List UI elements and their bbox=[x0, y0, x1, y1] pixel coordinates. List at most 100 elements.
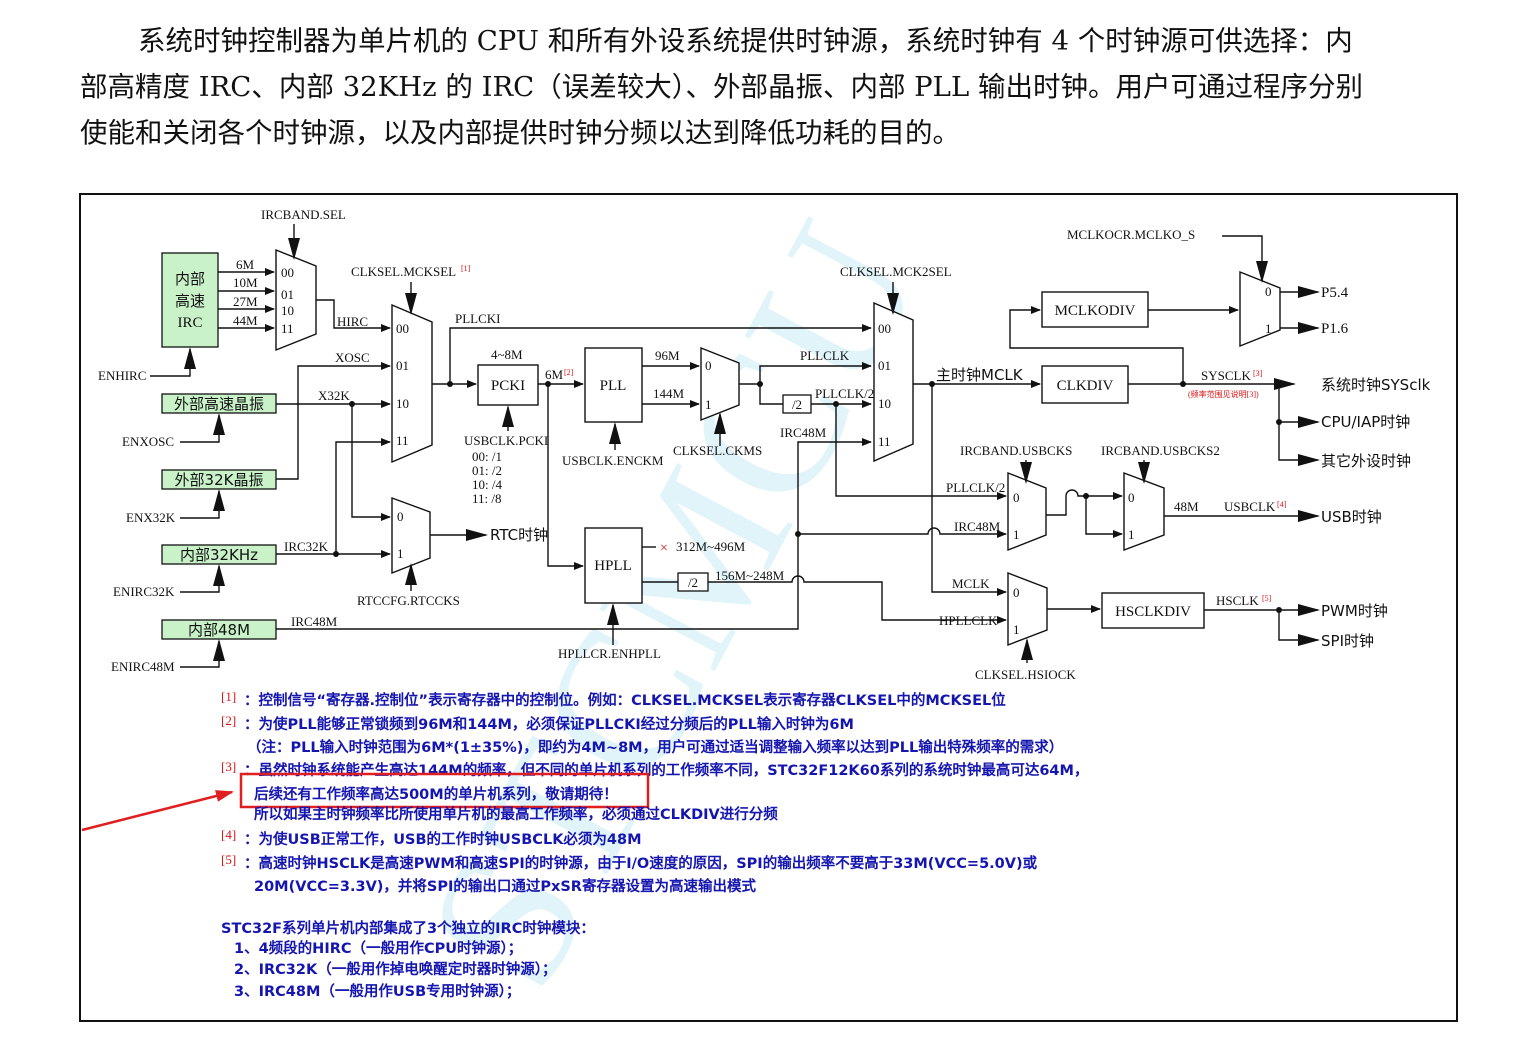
pcki-block: PCKI 4~8M USBCLK.PCKI 00: /1 01: /2 10: … bbox=[464, 347, 584, 570]
pcki-div-4: 10: /4 bbox=[472, 477, 502, 492]
source-irc-box: 内部 高速 IRC bbox=[161, 252, 219, 348]
mclko-port-0: 0 bbox=[1265, 284, 1272, 299]
hs-section: 0 1 HPLLCLK CLKSEL.HSIOCK HSCLKDIV HSCLK… bbox=[939, 571, 1388, 682]
highlight-box bbox=[239, 772, 650, 809]
irc-freq-10m: 10M bbox=[233, 275, 258, 290]
irc-summary-1: 1、4频段的HIRC（一般用作CPU时钟源）； bbox=[234, 939, 522, 957]
irc-summary-2: 2、IRC32K（一般用作掉电唤醒定时器时钟源）； bbox=[234, 960, 556, 978]
pcki-div-2: 01: /2 bbox=[472, 463, 502, 478]
usb-in-pllclk2: PLLCLK/2 bbox=[946, 480, 1005, 495]
hpll-range: 312M~496M bbox=[676, 539, 746, 554]
irc-box-line-3: IRC bbox=[177, 315, 202, 331]
irc48m-line-label: IRC48M bbox=[291, 614, 338, 629]
source-irc32k-box: 内部32KHz bbox=[161, 544, 277, 565]
spi-out: SPI时钟 bbox=[1321, 632, 1374, 650]
pll-out-144m: 144M bbox=[653, 386, 685, 401]
usbclk-ref: [4] bbox=[1277, 500, 1287, 509]
ckms-label: CLKSEL.CKMS bbox=[673, 443, 762, 458]
sysclk-out: 系统时钟SYSclk bbox=[1321, 376, 1431, 394]
enxosc-label: ENXOSC bbox=[122, 434, 174, 449]
red-pointer-arrow bbox=[81, 790, 234, 832]
hpll-block: HPLL × 312M~496M /2 156M~248M HPLLCR.ENH… bbox=[558, 527, 1007, 661]
hsiock-label: CLKSEL.HSIOCK bbox=[975, 667, 1076, 682]
hirc-label: HIRC bbox=[337, 314, 368, 329]
diagram-frame bbox=[79, 193, 1458, 1022]
pll-block: PLL USBCLK.ENCKM 96M 144M 0 1 CLKSEL.CKM… bbox=[562, 346, 1007, 500]
mcksel-port-11: 11 bbox=[396, 433, 409, 448]
mcksel-port-01: 01 bbox=[396, 358, 409, 373]
usb-section: 0 1 PLLCLK/2 IRC48M IRCBAND.USBCKS 0 1 I… bbox=[946, 443, 1382, 552]
usb1-port-0: 0 bbox=[1013, 490, 1020, 505]
note-5-text: ：高速时钟HSCLK是高速PWM和高速SPI的时钟源，由于I/O速度的原因，SP… bbox=[244, 854, 1038, 872]
hs-port-0: 0 bbox=[1013, 585, 1020, 600]
pcki-control: USBCLK.PCKI bbox=[464, 433, 548, 448]
mcksel-label: CLKSEL.MCKSEL bbox=[351, 264, 456, 279]
pcki-label: PCKI bbox=[491, 378, 525, 394]
mcksel-port-00: 00 bbox=[396, 321, 409, 336]
pllclk-label: PLLCLK bbox=[800, 348, 850, 363]
hpll-label: HPLL bbox=[594, 558, 632, 574]
irc-band-mux: IRCBAND.SEL 00 01 10 11 6M 10M 27M 44M H… bbox=[218, 207, 391, 352]
rtc-output: RTC时钟 bbox=[490, 526, 548, 544]
xosc-box-label: 外部高速晶振 bbox=[174, 395, 264, 413]
sysclk-ref: [3] bbox=[1253, 369, 1263, 378]
intro-line-1: 系统时钟控制器为单片机的 CPU 和所有外设系统提供时钟源，系统时钟有 4 个时… bbox=[138, 25, 1353, 57]
note-4-text: ：为使USB正常工作，USB的工作时钟USBCLK必须为48M bbox=[244, 830, 642, 848]
hsclk-label: HSCLK bbox=[1216, 593, 1259, 608]
hs-in-hpllclk: HPLLCLK bbox=[939, 613, 998, 628]
mclkodiv-label: MCLKODIV bbox=[1055, 303, 1136, 319]
irc-mux-port-00: 00 bbox=[281, 265, 294, 280]
irc32k-box-label: 内部32KHz bbox=[180, 546, 258, 564]
irc-freq-44m: 44M bbox=[233, 313, 258, 328]
mck2-port-11: 11 bbox=[878, 434, 891, 449]
mck2-port-01: 01 bbox=[878, 358, 891, 373]
hsclkdiv-label: HSCLKDIV bbox=[1115, 604, 1191, 620]
note-5-ref: [5] bbox=[221, 852, 236, 867]
irc-box-line-1: 内部 bbox=[175, 270, 205, 288]
pllcki-bus: PLLCKI bbox=[432, 311, 872, 388]
irc-summary-title: STC32F系列单片机内部集成了3个独立的IRC时钟模块： bbox=[221, 919, 595, 937]
mck2-irc48m-label: IRC48M bbox=[780, 425, 827, 440]
usbclk-label: USBCLK bbox=[1224, 499, 1276, 514]
sysclk-label: SYSCLK bbox=[1201, 368, 1251, 383]
irc48m-box-label: 内部48M bbox=[188, 621, 250, 639]
p16-out: P1.6 bbox=[1321, 321, 1349, 337]
note-1-ref: [1] bbox=[221, 689, 236, 704]
source-xosc-box: 外部高速晶振 bbox=[161, 393, 277, 414]
irc-freq-6m: 6M bbox=[236, 257, 255, 272]
usb2-port-1: 1 bbox=[1128, 527, 1135, 542]
note-5b-text: 20M(VCC=3.3V)，并将SPI的输出口通过PxSR寄存器设置为高速输出模… bbox=[254, 877, 756, 895]
notes: [1] ：控制信号“寄存器.控制位”表示寄存器中的控制位。例如：CLKSEL.M… bbox=[221, 689, 1088, 1000]
irc-mux-port-11: 11 bbox=[281, 321, 294, 336]
note-3-ref: [3] bbox=[221, 759, 236, 774]
svg-text:×: × bbox=[660, 541, 668, 556]
rtc-control: RTCCFG.RTCCKS bbox=[357, 593, 460, 608]
enable-signals: ENHIRC ENXOSC ENX32K ENIRC32K ENIRC48M bbox=[98, 347, 225, 674]
sysclk-note: (频率范围见说明[3]) bbox=[1188, 389, 1259, 399]
xosc-line-label: XOSC bbox=[335, 350, 370, 365]
hs-in-mclk: MCLK bbox=[952, 576, 990, 591]
irc-box-line-2: 高速 bbox=[175, 292, 205, 310]
x32k-line-label: X32K bbox=[318, 388, 350, 403]
source-x32k-box: 外部32K晶振 bbox=[161, 469, 277, 490]
irc32k-line-label: IRC32K bbox=[284, 539, 329, 554]
pcki-range: 4~8M bbox=[491, 347, 523, 362]
pcki-out-ref: [2] bbox=[564, 368, 574, 377]
note-3b-text: 后续还有工作频率高达500M的单片机系列，敬请期待！ bbox=[254, 785, 618, 803]
irc-mux-port-10: 10 bbox=[281, 303, 294, 318]
mcksel-port-10: 10 bbox=[396, 396, 409, 411]
note-2b-text: （注：PLL输入时钟范围为6M*(1±35%)，即约为4M~8M，用户可通过适当… bbox=[247, 738, 1063, 756]
rtc-port-1: 1 bbox=[397, 546, 404, 561]
mclk-section: 主时钟MCLK MCLK CLKDIV SYSCLK [3] (频率范围见说明[… bbox=[913, 227, 1431, 596]
usbcks2-label: IRCBAND.USBCKS2 bbox=[1101, 443, 1220, 458]
pcki-out: 6M bbox=[545, 367, 564, 382]
source-irc48m-box: 内部48M bbox=[161, 619, 277, 640]
ckms-port-1: 1 bbox=[705, 397, 712, 412]
mcksel-ref: [1] bbox=[461, 264, 471, 273]
ckms-port-0: 0 bbox=[705, 358, 712, 373]
mck2-port-10: 10 bbox=[878, 396, 891, 411]
pcki-div-1: 00: /1 bbox=[472, 449, 502, 464]
pll-control: USBCLK.ENCKM bbox=[562, 453, 664, 468]
irc48m-line: IRC48M IRC48M bbox=[276, 425, 1007, 630]
